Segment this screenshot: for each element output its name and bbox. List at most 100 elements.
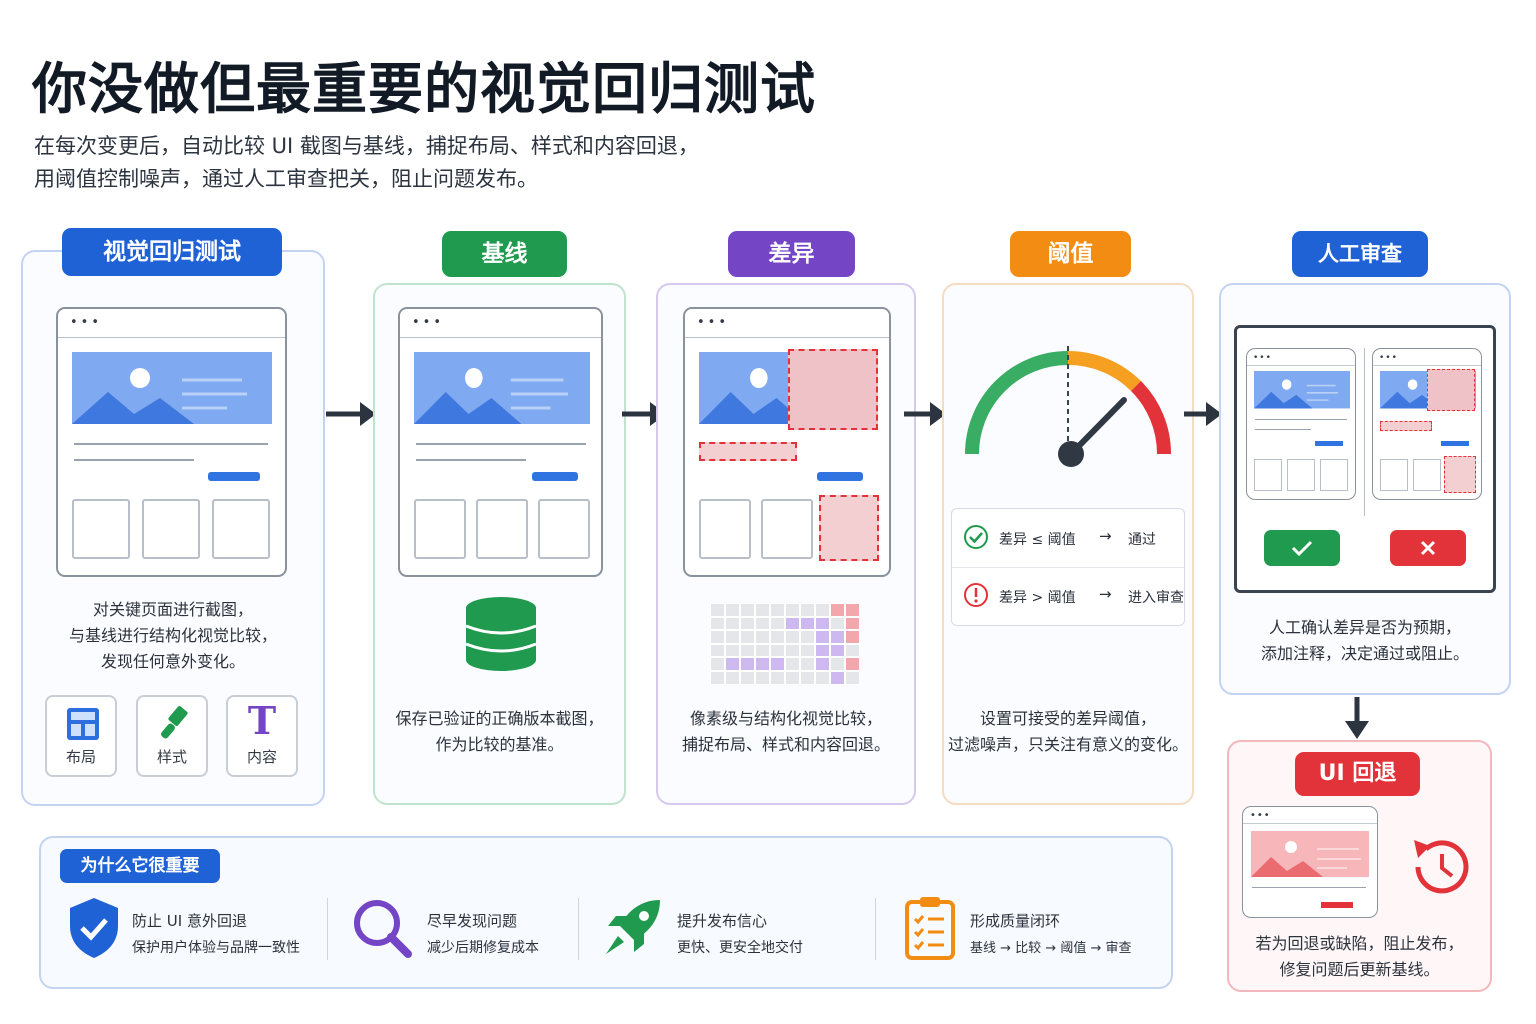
check-circle-icon [964,525,988,549]
grid-cell [830,630,845,644]
grid-cell [725,630,740,644]
stage-tag-baseline: 基线 [442,231,567,277]
regression-tag: UI 回退 [1295,752,1420,796]
why-tag: 为什么它很重要 [60,849,220,883]
down-arrow-icon [1345,697,1369,739]
threshold-arrow: → [1099,585,1112,603]
threshold-condition: 差异 ≤ 阈值 [999,532,1076,548]
hero-image-icon [72,352,272,425]
grid-cell [710,670,725,685]
threshold-result: 进入审查 [1128,590,1184,606]
diff-highlight [1380,421,1432,431]
grid-cell [710,630,725,644]
why-item-title: 提升发布信心 [677,912,768,930]
hero-image-icon [414,352,590,425]
grid-cell [755,670,770,685]
grid-cell [845,616,860,631]
grid-cell [740,630,755,644]
shield-check-icon [70,898,118,958]
rocket-icon [606,900,660,954]
regression-desc: 若为回退或缺陷，阻止发布，修复问题后更新基线。 [1255,934,1464,979]
approve-button[interactable] [1264,530,1340,566]
grid-cell [710,603,725,617]
grid-cell [785,670,800,685]
grid-cell [770,603,785,617]
reject-button[interactable] [1390,530,1466,566]
why-item-sub: 减少后期修复成本 [427,940,539,956]
grid-cell [815,657,830,671]
grid-cell [830,616,845,631]
check-icon [1291,540,1313,557]
stage-desc-visual-regression: 对关键页面进行截图，与基线进行结构化视觉比较，发现任何意外变化。 [68,600,277,671]
grid-cell [725,603,740,617]
grid-cell [740,643,755,658]
database-icon [465,597,537,671]
grid-cell [740,603,755,617]
flow-arrow-icon [1184,402,1222,426]
screenshot-mockup: ••• [56,307,287,577]
grid-cell [725,616,740,631]
window-dots-icon: ••• [1379,353,1398,363]
grid-cell [830,657,845,671]
grid-cell [845,603,860,617]
regression-screenshot: ••• [1242,806,1378,918]
grid-cell [770,670,785,685]
revert-icon [1414,840,1469,894]
grid-cell [815,643,830,658]
grid-cell [710,657,725,671]
hero-image-icon [1251,831,1369,877]
diff-highlight [819,495,879,561]
grid-cell [830,670,845,685]
threshold-rules [951,508,1185,626]
alert-circle-icon [964,583,988,607]
grid-cell [785,657,800,671]
window-dots-icon: ••• [412,315,445,330]
close-icon [1420,540,1436,556]
cta-bar [208,472,260,481]
threshold-arrow: → [1099,527,1112,545]
stage-tag-visual-regression: 视觉回归测试 [62,228,282,276]
brush-icon [161,706,188,739]
magnifier-icon [354,900,412,958]
grid-cell [740,670,755,685]
threshold-result: 通过 [1128,532,1156,548]
grid-cell [740,616,755,631]
feature-content: T 内容 [226,695,298,777]
stage-tag-threshold: 阈值 [1010,231,1131,277]
feature-layout: 布局 [45,695,117,777]
grid-cell [725,670,740,685]
stage-desc-review: 人工确认差异是否为预期，添加注释，决定通过或阻止。 [1260,618,1469,663]
diff-highlight [788,349,878,430]
grid-cell [755,643,770,658]
feature-label: 样式 [156,748,187,766]
grid-cell [710,616,725,631]
feature-style: 样式 [136,695,208,777]
diff-screenshot: ••• [683,307,891,577]
grid-cell [755,630,770,644]
grid-cell [725,643,740,658]
grid-cell [845,657,860,671]
grid-cell [830,643,845,658]
grid-cell [800,670,815,685]
grid-cell [815,670,830,685]
grid-cell [770,657,785,671]
window-dots-icon: ••• [697,315,730,330]
clipboard-icon [905,897,955,960]
grid-cell [815,616,830,631]
window-dots-icon: ••• [1253,353,1272,363]
diff-highlight [699,442,797,461]
window-dots-icon: ••• [70,315,103,330]
gauge-icon [965,346,1172,467]
subtitle-line-1: 在每次变更后，自动比较 UI 截图与基线，捕捉布局、样式和内容回退， [34,134,699,158]
grid-cell [770,643,785,658]
grid-cell [800,603,815,617]
grid-cell [785,630,800,644]
diff-highlight [1444,456,1476,493]
window-dots-icon: ••• [1250,810,1271,821]
page-title: 你没做但最重要的视觉回归测试 [32,57,817,121]
review-baseline-screenshot: ••• [1246,348,1356,500]
diff-highlight [1427,369,1475,411]
grid-cell [770,616,785,631]
grid-cell [785,643,800,658]
why-item-title: 防止 UI 意外回退 [132,912,247,930]
